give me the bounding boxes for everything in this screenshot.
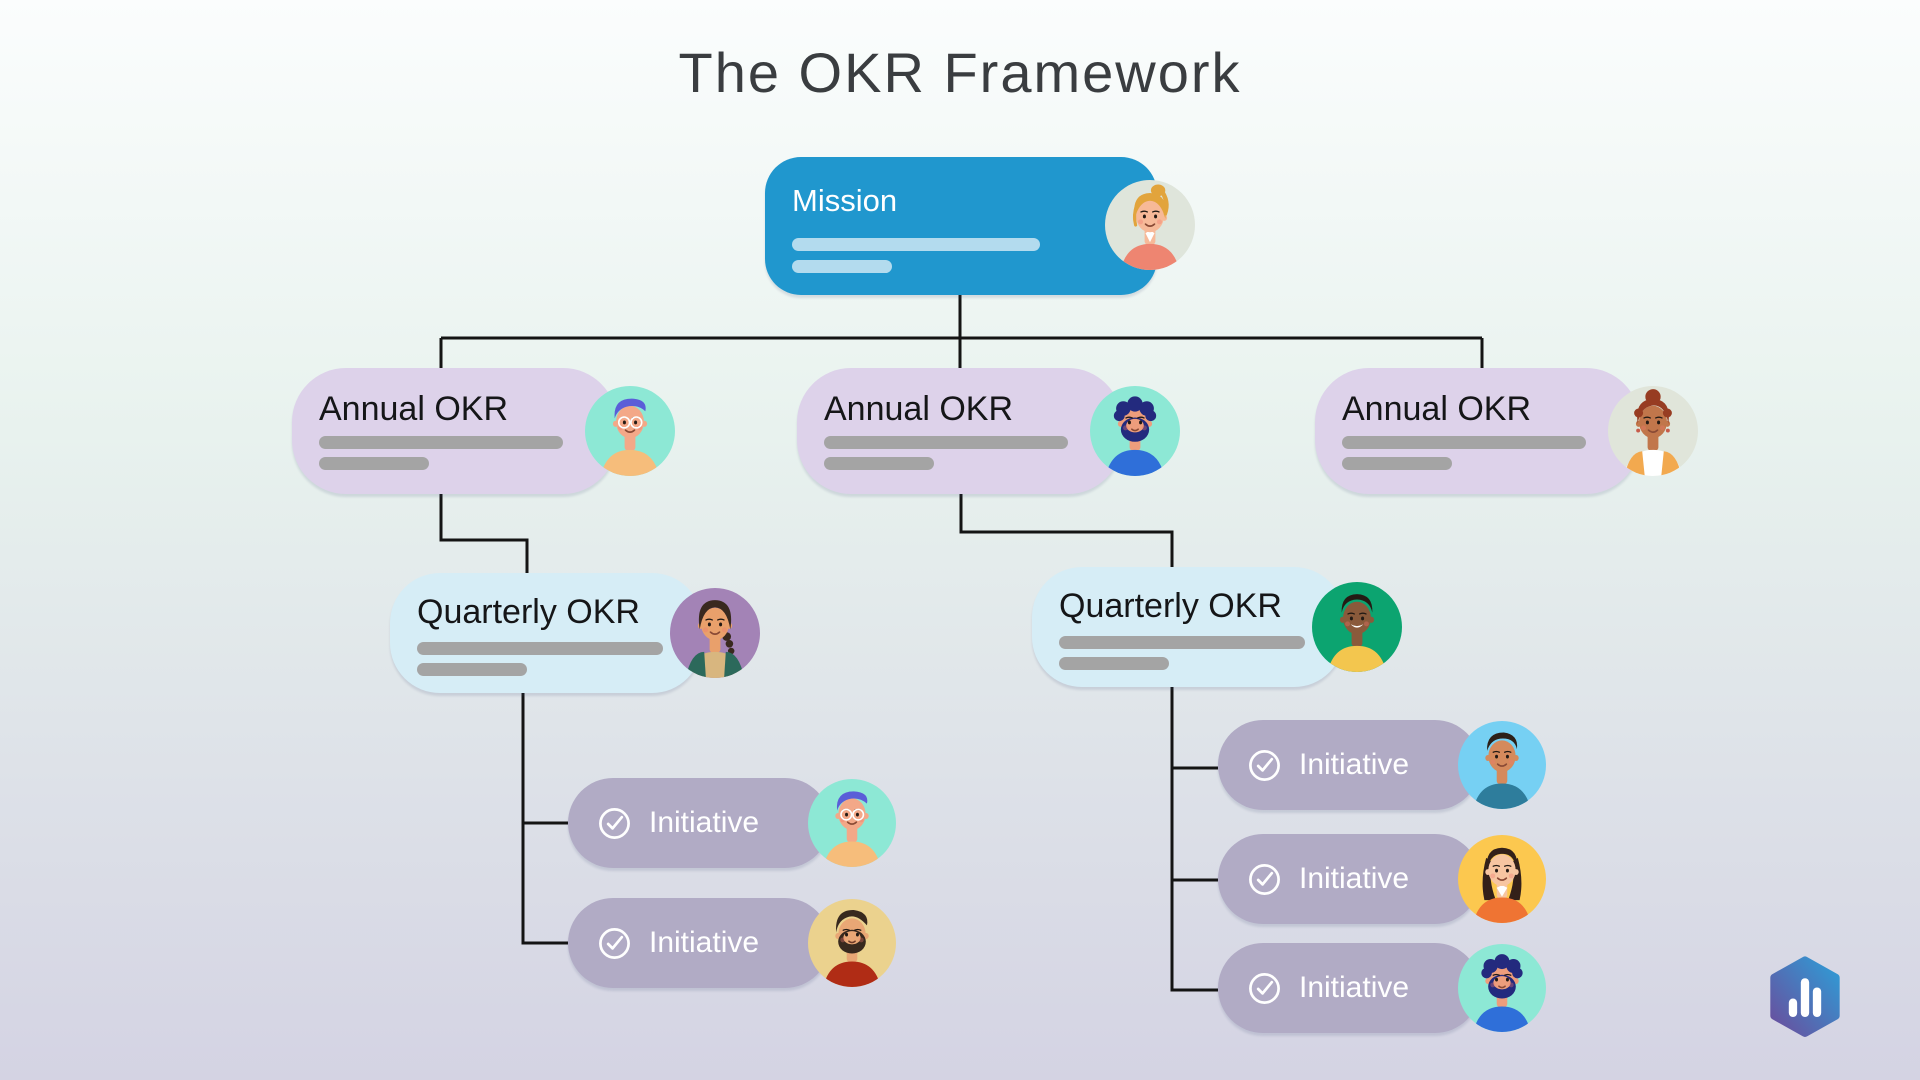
check-circle-icon — [599, 927, 630, 959]
initiative-node-right-3: Initiative — [1218, 943, 1546, 1033]
hexagon-bar-chart-logo-icon — [1768, 956, 1842, 1038]
node-title: Initiative — [1299, 862, 1410, 895]
check-circle-icon — [599, 807, 630, 839]
person-avatar — [1458, 944, 1546, 1032]
node-title: Annual OKR — [1342, 390, 1531, 428]
node-title: Quarterly OKR — [1059, 587, 1282, 625]
quarterly-okr-node-1: Quarterly OKR — [390, 573, 760, 693]
person-avatar — [585, 386, 675, 476]
person-avatar — [808, 899, 896, 987]
placeholder-line — [1342, 436, 1586, 449]
node-title: Annual OKR — [824, 390, 1013, 428]
person-avatar — [670, 588, 760, 678]
node-title: Annual OKR — [319, 390, 508, 428]
annual-okr-node-1: Annual OKR — [292, 368, 675, 494]
placeholder-line — [1059, 657, 1169, 670]
person-avatar — [1608, 386, 1698, 476]
check-circle-icon — [1249, 863, 1280, 895]
node-title: Initiative — [1299, 748, 1410, 781]
person-avatar — [1312, 582, 1402, 672]
annual-okr-node-2: Annual OKR — [797, 368, 1180, 494]
person-avatar — [808, 779, 896, 867]
check-circle-icon — [1249, 749, 1280, 781]
person-avatar — [1458, 721, 1546, 809]
placeholder-line — [1342, 457, 1452, 470]
placeholder-line — [1059, 636, 1305, 649]
person-avatar — [1458, 835, 1546, 923]
initiative-node-left-1: Initiative — [568, 778, 896, 868]
initiative-node-left-2: Initiative — [568, 898, 896, 988]
node-title: Initiative — [1299, 971, 1410, 1004]
check-circle-icon — [1249, 972, 1280, 1004]
node-title: Mission — [792, 183, 898, 218]
node-title: Quarterly OKR — [417, 593, 640, 631]
quarterly-okr-node-2: Quarterly OKR — [1032, 567, 1402, 687]
person-avatar — [1090, 386, 1180, 476]
placeholder-line — [417, 642, 663, 655]
node-title: Initiative — [649, 806, 760, 839]
node-title: Initiative — [649, 926, 760, 959]
placeholder-line — [319, 436, 563, 449]
initiative-node-right-2: Initiative — [1218, 834, 1546, 924]
placeholder-line — [417, 663, 527, 676]
placeholder-line — [792, 260, 892, 273]
placeholder-line — [824, 436, 1068, 449]
initiative-node-right-1: Initiative — [1218, 720, 1546, 810]
diagram-title: The OKR Framework — [678, 41, 1242, 104]
mission-node: Mission — [765, 157, 1195, 295]
placeholder-line — [792, 238, 1040, 251]
placeholder-line — [319, 457, 429, 470]
annual-okr-node-3: Annual OKR — [1315, 368, 1698, 494]
person-avatar — [1105, 180, 1195, 270]
placeholder-line — [824, 457, 934, 470]
